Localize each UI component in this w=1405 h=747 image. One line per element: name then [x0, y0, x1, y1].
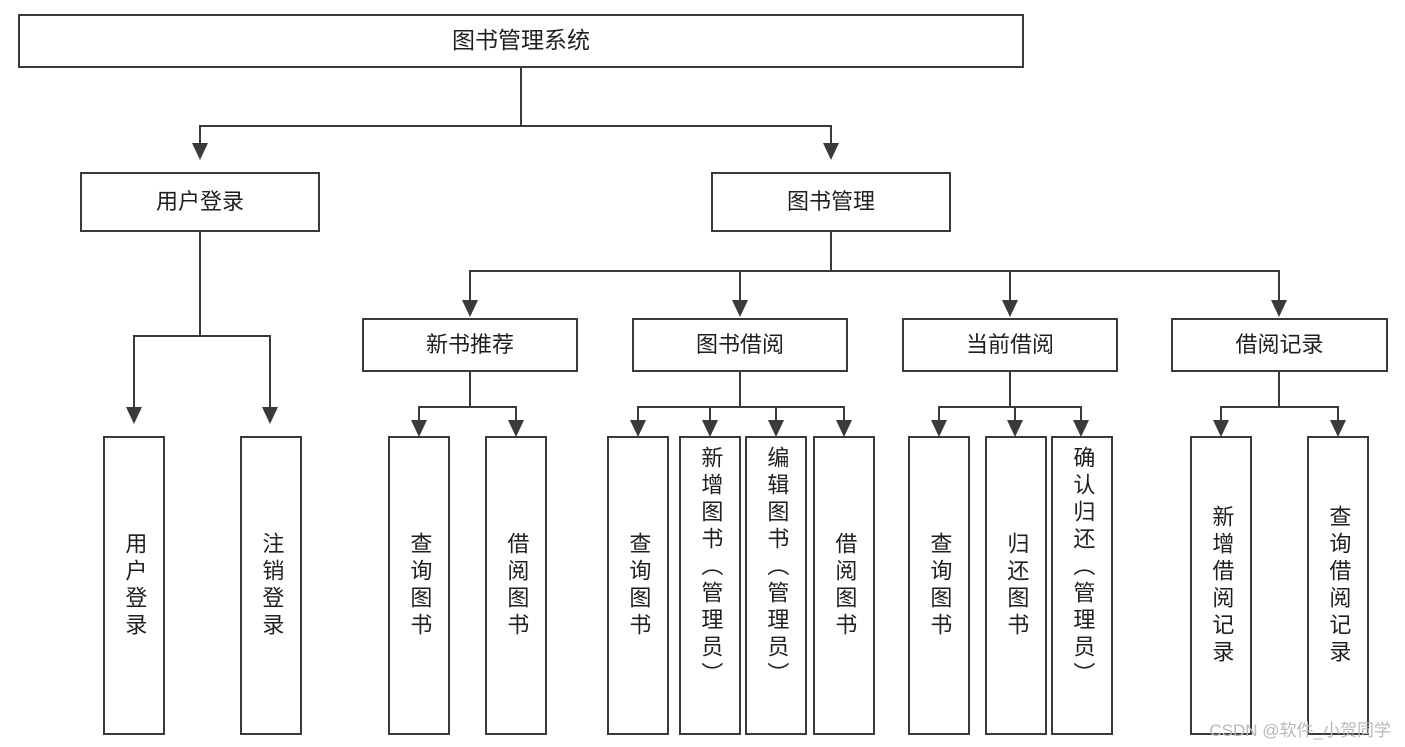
connector-current-borrow-b3: [1080, 406, 1082, 422]
connector-book-borrow-bar: [637, 406, 844, 408]
node-book-management[interactable]: 图书管理: [711, 172, 951, 232]
arrowhead-to-leaf-bb-edit-book: [768, 420, 784, 437]
connector-book-manage-b4: [1278, 270, 1280, 302]
node-label: 图书管理系统: [452, 27, 590, 54]
arrowhead-to-leaf-rec-borrow-book: [508, 420, 524, 437]
connector-root-stem: [520, 68, 522, 126]
node-label: 归还图书: [1004, 531, 1030, 640]
arrowhead-to-borrow-record: [1271, 300, 1287, 317]
connector-book-manage-b1: [469, 270, 471, 302]
connector-book-manage-bar: [469, 270, 1280, 272]
node-label: 查询图书: [927, 531, 953, 640]
node-leaf-cb-return-book[interactable]: 归还图书: [985, 436, 1047, 735]
node-label: 当前借阅: [965, 331, 1054, 357]
connector-borrow-record-bar: [1220, 406, 1339, 408]
arrowhead-to-leaf-bb-add-book: [702, 420, 718, 437]
connector-current-borrow-b2: [1014, 406, 1016, 422]
node-leaf-bb-edit-book[interactable]: 编辑图书（管理员）: [745, 436, 807, 735]
connector-borrow-record-stem: [1278, 372, 1280, 408]
connector-new-book-rec-b1: [418, 406, 420, 422]
connector-new-book-rec-stem: [469, 372, 471, 408]
node-label: 图书管理: [786, 188, 875, 214]
node-label: 确认归还（管理员）: [1070, 446, 1096, 689]
node-borrow-record[interactable]: 借阅记录: [1171, 318, 1388, 372]
node-user-login[interactable]: 用户登录: [80, 172, 320, 232]
node-label: 查询图书: [407, 531, 433, 640]
arrowhead-to-leaf-cb-query-book: [931, 420, 947, 437]
node-label: 新增图书（管理员）: [698, 446, 724, 689]
node-label: 查询图书: [626, 531, 652, 640]
connector-root-to-book-manage: [830, 125, 832, 145]
arrowhead-to-leaf-cb-return-book: [1007, 420, 1023, 437]
arrowhead-to-user-login: [192, 143, 208, 160]
node-label: 注销登录: [259, 531, 285, 640]
connector-new-book-rec-bar: [418, 406, 517, 408]
node-root-book-management-system[interactable]: 图书管理系统: [18, 14, 1024, 68]
node-leaf-bb-query-book[interactable]: 查询图书: [607, 436, 669, 735]
arrowhead-to-leaf-br-add-record: [1213, 420, 1229, 437]
node-label: 借阅记录: [1235, 331, 1324, 357]
node-label: 图书借阅: [695, 331, 784, 357]
arrowhead-to-book-borrow: [732, 300, 748, 317]
node-leaf-rec-borrow-book[interactable]: 借阅图书: [485, 436, 547, 735]
connector-root-bar: [199, 125, 832, 127]
arrowhead-to-leaf-user-logout: [262, 407, 278, 424]
node-leaf-rec-query-book[interactable]: 查询图书: [388, 436, 450, 735]
connector-book-borrow-b2: [709, 406, 711, 422]
connector-book-manage-b2: [739, 270, 741, 302]
arrowhead-to-leaf-user-login: [126, 407, 142, 424]
node-label: 借阅图书: [832, 531, 858, 640]
node-leaf-br-add-record[interactable]: 新增借阅记录: [1190, 436, 1252, 735]
connector-book-borrow-b4: [843, 406, 845, 422]
node-label: 用户登录: [122, 531, 148, 640]
connector-current-borrow-b1: [938, 406, 940, 422]
node-label: 借阅图书: [504, 531, 530, 640]
csdn-watermark: CSDN @软件_小贺同学: [1209, 721, 1391, 740]
node-current-borrow[interactable]: 当前借阅: [902, 318, 1118, 372]
node-leaf-bb-add-book[interactable]: 新增图书（管理员）: [679, 436, 741, 735]
node-label: 新书推荐: [425, 331, 514, 357]
arrowhead-to-leaf-bb-query-book: [630, 420, 646, 437]
node-label: 编辑图书（管理员）: [764, 446, 790, 689]
node-label: 新增借阅记录: [1209, 504, 1235, 667]
arrowhead-to-leaf-rec-query-book: [411, 420, 427, 437]
connector-new-book-rec-b2: [515, 406, 517, 422]
connector-borrow-record-b2: [1337, 406, 1339, 422]
arrowhead-to-book-manage: [823, 143, 839, 160]
connector-book-borrow-b3: [775, 406, 777, 422]
connector-user-login-stem: [199, 232, 201, 336]
node-leaf-bb-borrow-book[interactable]: 借阅图书: [813, 436, 875, 735]
connector-current-borrow-bar: [938, 406, 1082, 408]
connector-book-borrow-stem: [739, 372, 741, 408]
connector-book-borrow-b1: [637, 406, 639, 422]
connector-user-login-b2: [269, 335, 271, 409]
arrowhead-to-current-borrow: [1002, 300, 1018, 317]
node-leaf-cb-query-book[interactable]: 查询图书: [908, 436, 970, 735]
arrowhead-to-leaf-bb-borrow-book: [836, 420, 852, 437]
connector-root-to-user-login: [199, 125, 201, 145]
connector-book-manage-stem: [830, 232, 832, 272]
connector-user-login-b1: [133, 335, 135, 409]
connector-borrow-record-b1: [1220, 406, 1222, 422]
arrowhead-to-leaf-br-query-record: [1330, 420, 1346, 437]
arrowhead-to-leaf-cb-confirm-return: [1073, 420, 1089, 437]
arrowhead-to-new-book-rec: [462, 300, 478, 317]
connector-book-manage-b3: [1009, 270, 1011, 302]
node-leaf-cb-confirm-return[interactable]: 确认归还（管理员）: [1051, 436, 1113, 735]
node-leaf-br-query-record[interactable]: 查询借阅记录: [1307, 436, 1369, 735]
connector-current-borrow-stem: [1009, 372, 1011, 408]
connector-user-login-bar: [133, 335, 271, 337]
node-label: 用户登录: [155, 188, 244, 214]
node-leaf-user-login[interactable]: 用户登录: [103, 436, 165, 735]
node-leaf-user-logout[interactable]: 注销登录: [240, 436, 302, 735]
node-label: 查询借阅记录: [1326, 504, 1352, 667]
node-book-borrow[interactable]: 图书借阅: [632, 318, 848, 372]
node-new-book-recommend[interactable]: 新书推荐: [362, 318, 578, 372]
